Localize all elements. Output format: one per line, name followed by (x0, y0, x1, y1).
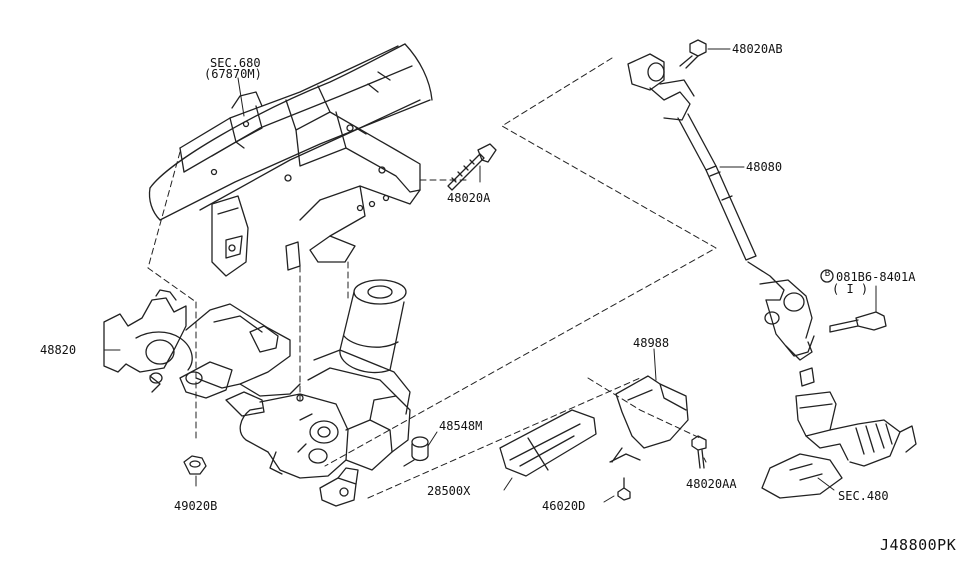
label-48820: 48820 (40, 343, 77, 357)
bolt-48020AB (679, 39, 707, 69)
steering-member (148, 43, 433, 277)
eps-motor-assembly (239, 279, 411, 507)
label-48020AA: 48020AA (686, 477, 737, 491)
diagram-reference-code: J48800PK (880, 536, 957, 554)
label-46020D: 46020D (542, 499, 586, 513)
label-48548M: 48548M (439, 419, 483, 433)
cover-28500X (499, 409, 597, 477)
bolt-48020A (447, 143, 497, 191)
bolt-48020AA (691, 435, 707, 469)
intermediate-shaft-48080 (627, 53, 815, 361)
label-48020AB: 48020AB (732, 42, 783, 56)
label-sec680: SEC.680 (210, 56, 261, 70)
label-circle-b: B (824, 269, 831, 279)
bolt-46020D (617, 477, 631, 501)
label-bolt-code: 081B6-8401A (836, 270, 916, 284)
label-48080: 48080 (746, 160, 783, 174)
label-28500X: 28500X (427, 484, 471, 498)
label-sec680-sub: (67870M) (204, 67, 262, 81)
label-sec480: SEC.480 (838, 489, 889, 503)
nut-49020B (183, 455, 207, 475)
label-49020B: 49020B (174, 499, 218, 513)
leader-lines (103, 48, 877, 503)
label-48020A: 48020A (447, 191, 491, 205)
sensor-48548M (403, 436, 429, 467)
steering-column (103, 289, 301, 417)
label-48988: 48988 (633, 336, 670, 350)
steering-gear (761, 367, 917, 499)
bracket-48988 (609, 375, 689, 463)
label-bolt-qty: ( I ) (832, 282, 869, 296)
bolt-081B6 (829, 311, 887, 333)
circle-b-marker (820, 269, 834, 283)
